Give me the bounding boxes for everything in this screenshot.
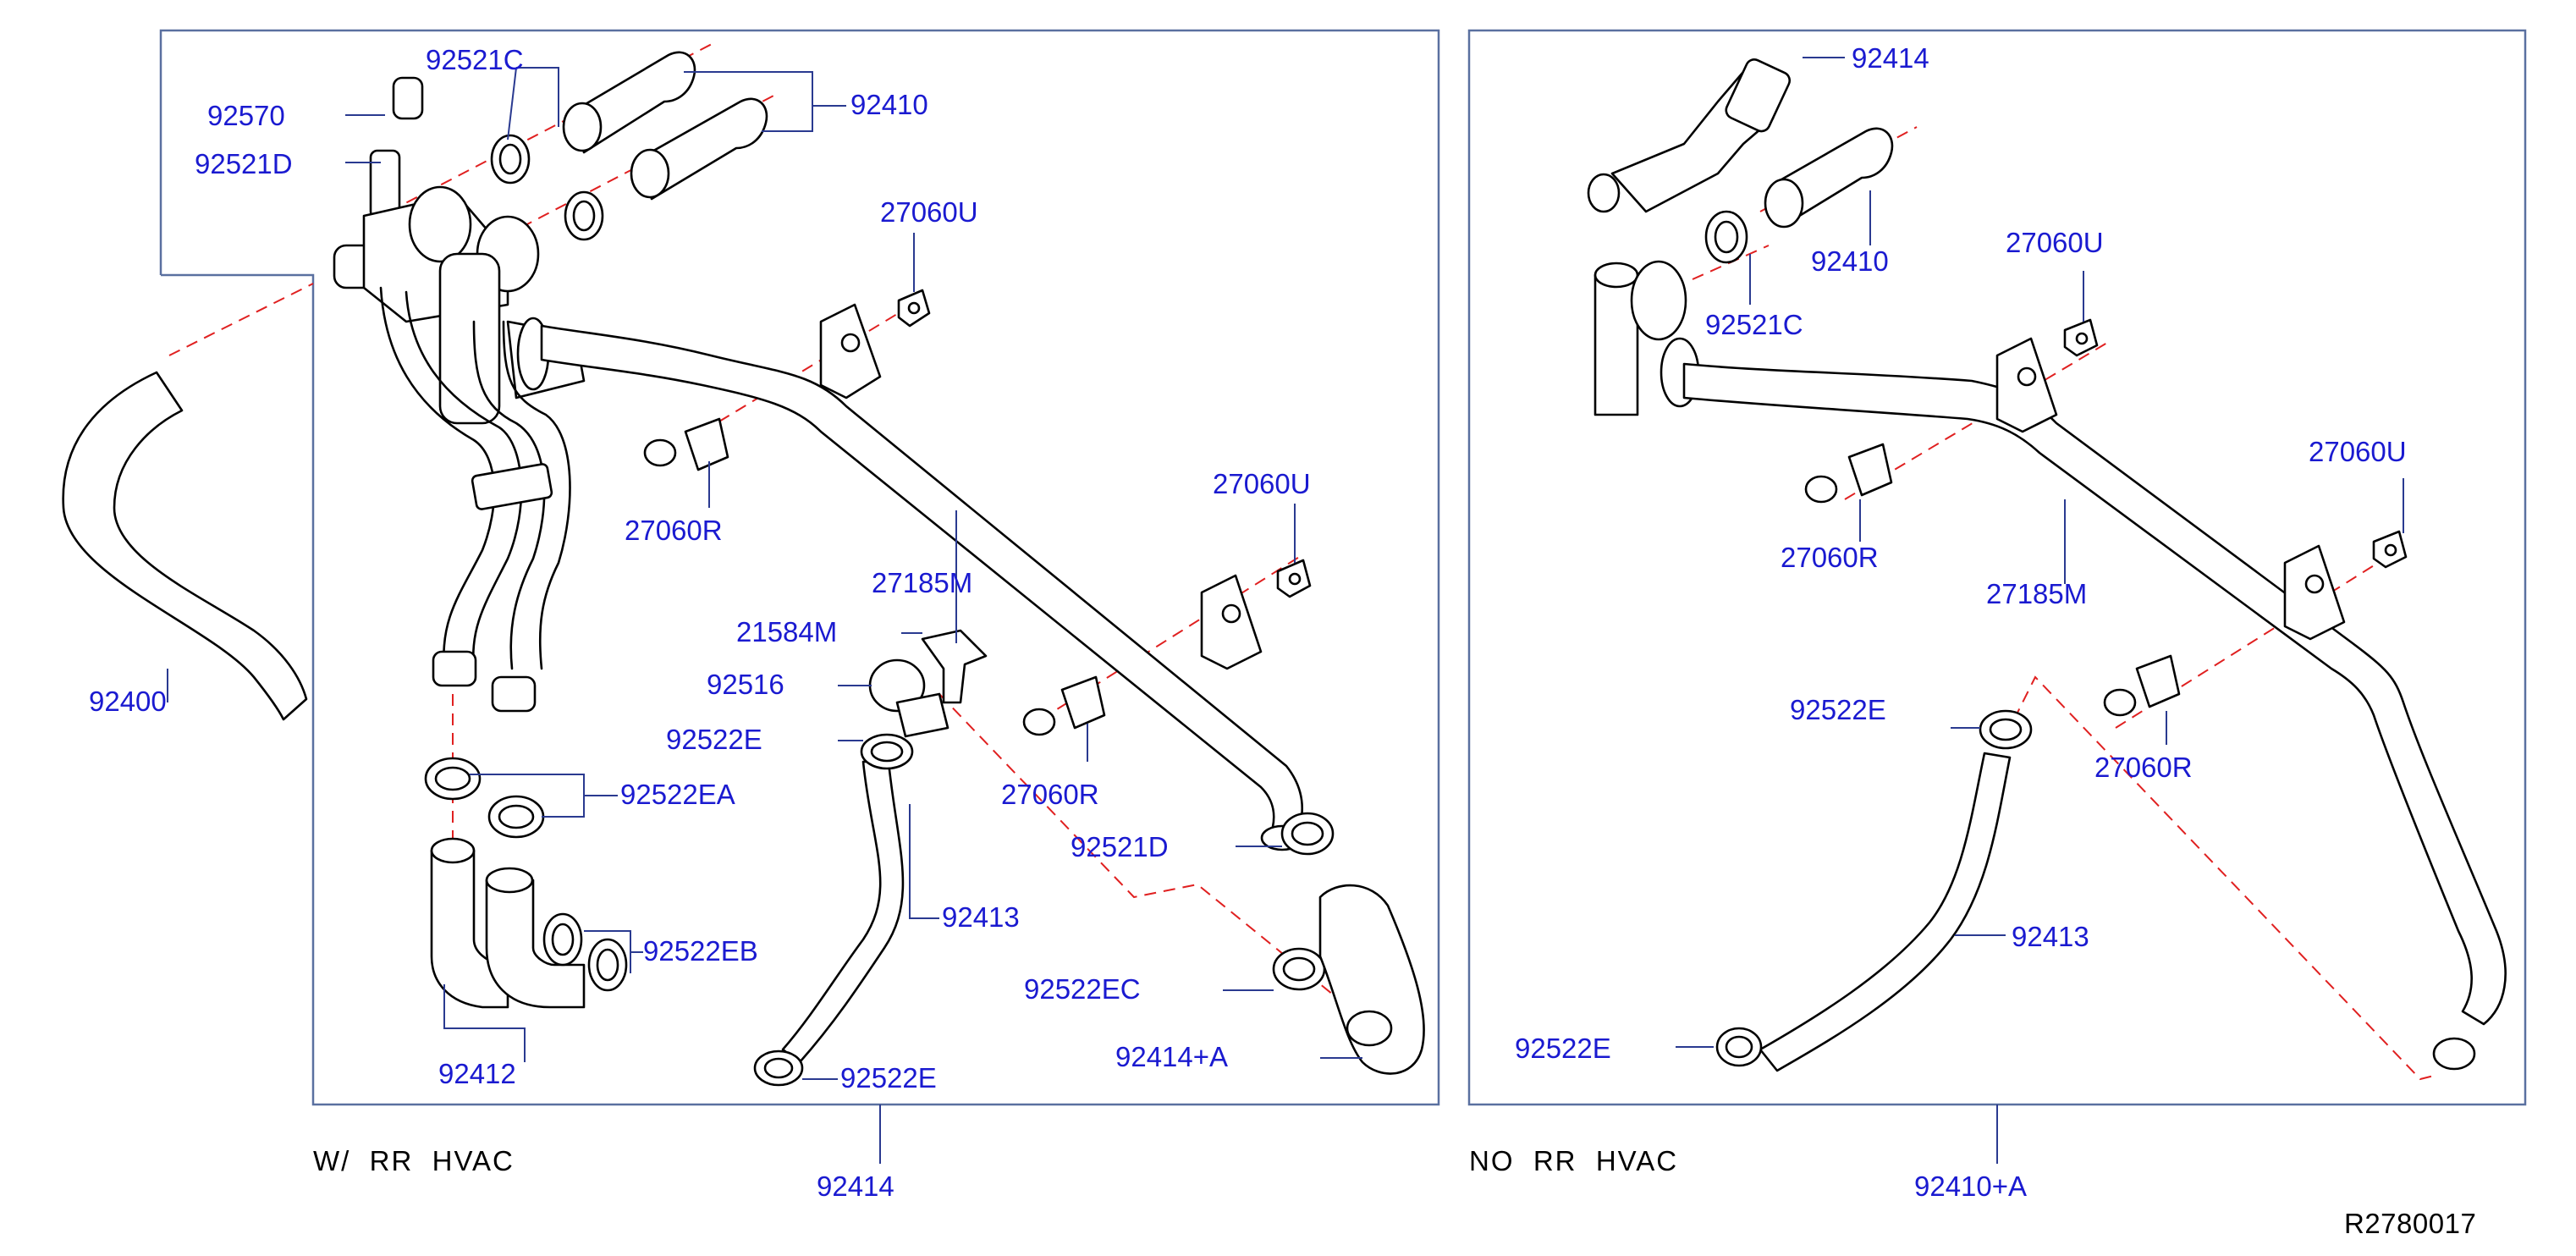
clamp-92522E-a — [860, 733, 914, 770]
label-27060U-right-b: 27060U — [2309, 436, 2407, 467]
grommet-27060R-a — [684, 417, 729, 471]
label-92522E-b: 92522E — [840, 1062, 937, 1093]
clip-21584M — [921, 629, 988, 704]
caption-no-rr-hvac: NO RR HVAC — [1469, 1145, 1678, 1176]
label-92522E-right-b: 92522E — [1515, 1033, 1611, 1064]
label-27060R-right-a: 27060R — [1781, 542, 1879, 573]
right-labels: 92414 92410 27060U 92521C 27060U 27060R … — [1469, 42, 2407, 1202]
label-92413-right: 92413 — [2012, 921, 2089, 952]
right-panel-parts — [1587, 58, 2507, 1081]
label-27060R-b: 27060R — [1001, 779, 1099, 810]
clamp-92522E-b — [753, 1049, 804, 1087]
label-21584M: 21584M — [736, 616, 837, 647]
label-92522E-a: 92522E — [666, 724, 762, 755]
label-92516: 92516 — [707, 669, 784, 700]
label-92522EA: 92522EA — [620, 779, 735, 810]
label-27060U-b: 27060U — [1213, 468, 1311, 499]
left-leaders — [167, 67, 1362, 1164]
clamp-92521C-a — [490, 134, 531, 185]
hose-92414A — [1318, 884, 1425, 1075]
bolt-27060U-a — [897, 289, 931, 328]
label-92414A: 92414+A — [1115, 1041, 1228, 1072]
label-92414: 92414 — [817, 1171, 894, 1202]
label-27185M-right: 27185M — [1986, 578, 2087, 609]
label-27060R-a: 27060R — [625, 515, 723, 546]
label-92410: 92410 — [850, 89, 928, 120]
label-92521D-mid: 92521D — [1071, 831, 1169, 862]
label-92522EB: 92522EB — [643, 935, 758, 967]
grommet-27060R-b — [1060, 675, 1106, 730]
clamp-92522E-right-a — [1979, 709, 2033, 750]
hose-92410-b — [641, 97, 768, 201]
left-labels: 92570 92521C 92521D 92410 27060U 27060R … — [89, 44, 1311, 1202]
label-27185M: 27185M — [872, 567, 972, 598]
label-27060R-right-b: 27060R — [2094, 752, 2193, 783]
label-92410A: 92410+A — [1914, 1171, 2027, 1202]
bolt-27060U-b — [1276, 559, 1312, 598]
right-leaders — [1676, 57, 2404, 1164]
figure-code: R2780017 — [2344, 1208, 2476, 1239]
label-92521C-right: 92521C — [1705, 309, 1803, 340]
hose-92413 — [781, 760, 905, 1064]
clamp-92522EA-a — [424, 757, 482, 801]
label-27060U-a: 27060U — [880, 196, 978, 228]
hose-92410-a — [574, 51, 696, 154]
label-92414-right: 92414 — [1852, 42, 1929, 74]
bolt-27060U-right-a — [2063, 318, 2099, 357]
grommet-27060R-right-a — [1847, 443, 1893, 497]
label-92522E-right-a: 92522E — [1790, 694, 1886, 725]
label-92521D-top: 92521D — [195, 148, 293, 179]
bolt-27060U-right-b — [2372, 530, 2408, 569]
label-92410-right: 92410 — [1811, 245, 1889, 277]
clamp-92522EB-b — [587, 938, 628, 992]
label-27060U-right-a: 27060U — [2006, 227, 2104, 258]
grommet-27060R-right-b — [2135, 654, 2181, 708]
clamp-92522EA-b — [487, 795, 545, 839]
hose-92413-right — [1759, 752, 2012, 1072]
label-92521C: 92521C — [426, 44, 524, 75]
caption-with-rr-hvac: W/ RR HVAC — [313, 1145, 515, 1176]
label-92522EC: 92522EC — [1024, 973, 1141, 1005]
label-92570: 92570 — [207, 100, 285, 131]
label-92400: 92400 — [89, 686, 167, 717]
hose-92410-right — [1775, 127, 1894, 226]
label-92413: 92413 — [942, 901, 1020, 933]
clamp-92522E-right-b — [1715, 1027, 1763, 1067]
clamp-92521D-mid — [1280, 812, 1335, 856]
label-92412: 92412 — [438, 1058, 516, 1089]
left-panel-frame — [159, 29, 1440, 1106]
clamp-92521C-right — [1704, 210, 1748, 264]
clamp-92521C-b — [564, 190, 604, 241]
clamp-92522EB-a — [542, 912, 583, 967]
left-panel-parts — [62, 41, 1425, 1087]
radiator-hose-92400 — [62, 371, 308, 721]
clamp-92522EC — [1272, 947, 1326, 991]
